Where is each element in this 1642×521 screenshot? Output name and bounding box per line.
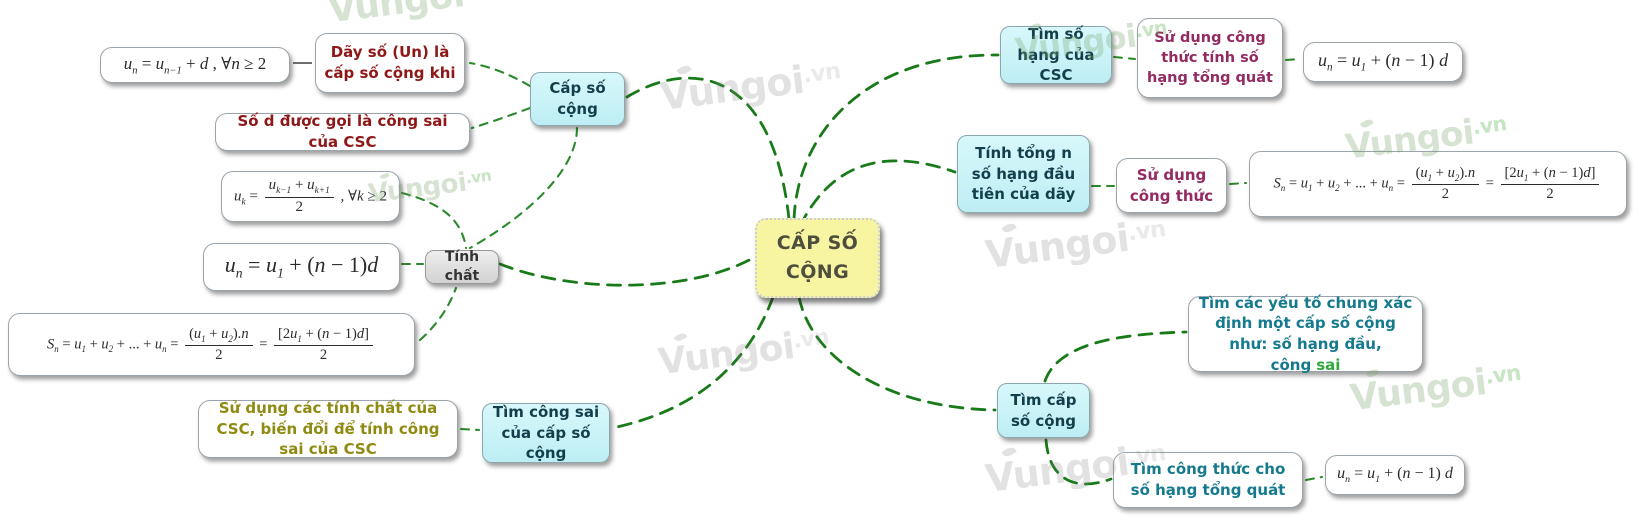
edge-pptong-formula <box>1228 181 1248 186</box>
topic-tim-cap-so-cong[interactable]: Tìm cấp số cộng <box>997 383 1090 438</box>
edge-ppcongsai-timcongsai <box>459 427 481 432</box>
edge-capso-tinhchat <box>468 126 579 250</box>
edge-center-tinhchat <box>498 250 765 287</box>
formula-tong-quat-right-top[interactable]: un = u1 + (n − 1) d <box>1303 42 1463 82</box>
formula-dinh-nghia-text: un = un−1 + d , ∀n ≥ 2 <box>123 53 267 76</box>
edge-tinhchat-tong <box>418 286 458 342</box>
edge-capso-congsai <box>470 106 532 130</box>
formula-tong-quat-left[interactable]: un = u1 + (n − 1)d <box>203 243 400 291</box>
edge-timcsc-yeuto <box>1043 330 1188 383</box>
topic-tinh-chat[interactable]: Tính chất <box>425 249 499 284</box>
central-topic-label: CẤP SỐ CỘNG <box>776 231 859 283</box>
note-pp-cong-sai[interactable]: Sử dụng các tính chất của CSC, biến đổi … <box>198 399 458 458</box>
topic-cap-so-cong[interactable]: Cấp số cộng <box>530 72 625 126</box>
note-dinh-nghia[interactable]: Dãy số (Un) là cấp số cộng khi <box>315 33 465 93</box>
edge-center-timcongsai <box>610 295 775 430</box>
topic-tim-so-hang[interactable]: Tìm số hạng của CSC <box>1000 25 1112 84</box>
note-pp-tong[interactable]: Sử dụng công thức <box>1116 158 1227 213</box>
edge-capso-dinhnghia <box>468 61 532 88</box>
edge-timsohang-ppsohang <box>1112 55 1137 61</box>
topic-tim-cong-sai[interactable]: Tìm công sai của cấp số cộng <box>482 403 610 463</box>
note-cong-sai[interactable]: Số d được gọi là công sai của CSC <box>215 112 470 151</box>
topic-tinh-tong[interactable]: Tính tổng n số hạng đầu tiên của dãy <box>957 135 1090 213</box>
highlight-sai: sai <box>1316 355 1341 374</box>
note-cong-thuc-tq[interactable]: Tìm công thức cho số hạng tổng quát <box>1113 452 1303 508</box>
edge-timcsc-congthuc <box>1044 438 1113 486</box>
edge-tinhchat-trungbinh <box>400 191 468 250</box>
note-yeu-to[interactable]: Tìm các yếu tố chung xác định một cấp số… <box>1188 294 1423 374</box>
edge-center-capso <box>625 76 791 221</box>
edge-center-tinhtong <box>798 159 957 228</box>
central-topic[interactable]: CẤP SỐ CỘNG <box>755 218 880 298</box>
edge-center-timcsc <box>797 295 997 412</box>
formula-dinh-nghia[interactable]: un = un−1 + d , ∀n ≥ 2 <box>100 47 290 83</box>
edge-ppsohang-formula <box>1284 57 1302 62</box>
formula-tong-quat-right-bottom[interactable]: un = u1 + (n − 1) d <box>1325 455 1465 495</box>
edge-congthuc-formula <box>1304 475 1324 482</box>
note-pp-so-hang[interactable]: Sử dụng công thức tính số hạng tổng quát <box>1137 18 1283 98</box>
edge-center-timsohang <box>792 53 1000 221</box>
